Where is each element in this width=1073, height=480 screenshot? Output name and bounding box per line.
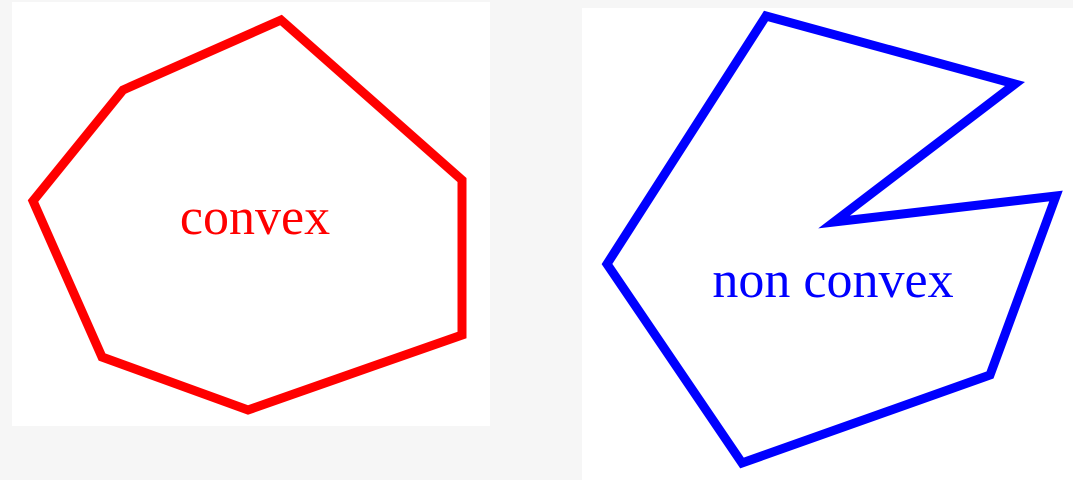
convex-polygon xyxy=(27,14,467,415)
non-convex-panel xyxy=(582,8,1073,480)
non-convex-label: non convex xyxy=(712,252,953,309)
non-convex-polygon xyxy=(601,10,1063,469)
convex-label: convex xyxy=(180,189,330,246)
